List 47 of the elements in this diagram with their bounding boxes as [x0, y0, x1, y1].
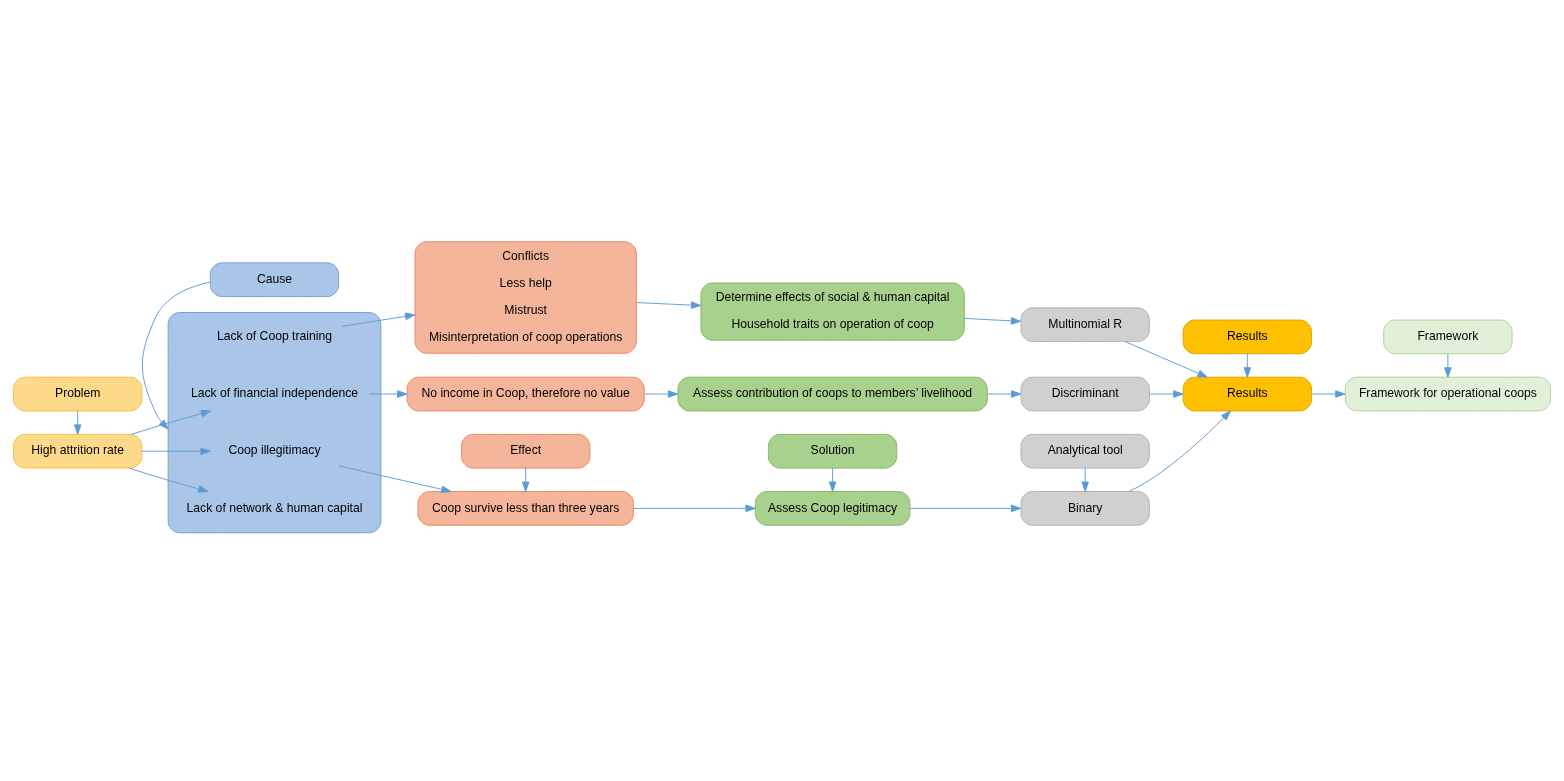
arrow [633, 504, 756, 512]
node-box: No income in Coop, therefore no value [406, 376, 645, 411]
node-box: Binary [1020, 490, 1150, 526]
arrow [128, 467, 209, 493]
arrow [644, 389, 679, 398]
node-box: Framework [1383, 319, 1513, 354]
node-box: Assess contribution of coops to members’ livelihood [677, 376, 988, 411]
arrow [1311, 389, 1346, 398]
node-box: Analytical tool [1020, 433, 1150, 469]
arrow [828, 467, 837, 492]
node-box: Cause [209, 261, 340, 297]
node-box: Coop survive less than three years [417, 490, 634, 526]
node-box: Framework for operational coops [1344, 376, 1551, 411]
node-box: High attrition rate [13, 433, 143, 469]
node-box: Results [1182, 376, 1312, 411]
arrow [1128, 410, 1231, 492]
node-box: Determine effects of social & human capital Household traits on operation of coop [700, 282, 965, 341]
node-box: Multinomial R [1020, 306, 1150, 342]
node-box: Assess Coop legitimacy [754, 490, 911, 526]
node-text: Lack of financial independence [190, 385, 359, 400]
node-text: Lack of network & human capital [186, 500, 363, 515]
arrow [1149, 389, 1184, 398]
arrow [130, 409, 212, 435]
arrow [341, 312, 416, 327]
arrow [986, 389, 1022, 398]
arrow [73, 410, 82, 435]
node-box: Discriminant [1020, 376, 1150, 411]
node-box: Solution [767, 433, 898, 469]
arrow [1243, 352, 1252, 378]
arrow [1081, 467, 1089, 492]
node-box: Conflicts Less help Mistrust Misinterpretation of coop operations [414, 240, 637, 354]
node-text: Coop illegitimacy [228, 442, 321, 457]
node-box: Effect [461, 433, 591, 469]
arrow [141, 281, 211, 430]
arrow [368, 389, 408, 398]
node-box: Results [1182, 319, 1312, 354]
arrow [635, 300, 702, 309]
node-box: Problem [13, 376, 143, 411]
arrow [909, 504, 1022, 512]
arrow [963, 316, 1022, 325]
node-text: Lack of Coop training [216, 328, 333, 343]
arrow [141, 446, 211, 455]
arrow [1444, 352, 1452, 378]
arrow [338, 464, 452, 493]
cluster [167, 311, 382, 533]
arrow [1124, 340, 1208, 378]
arrow [521, 467, 530, 492]
